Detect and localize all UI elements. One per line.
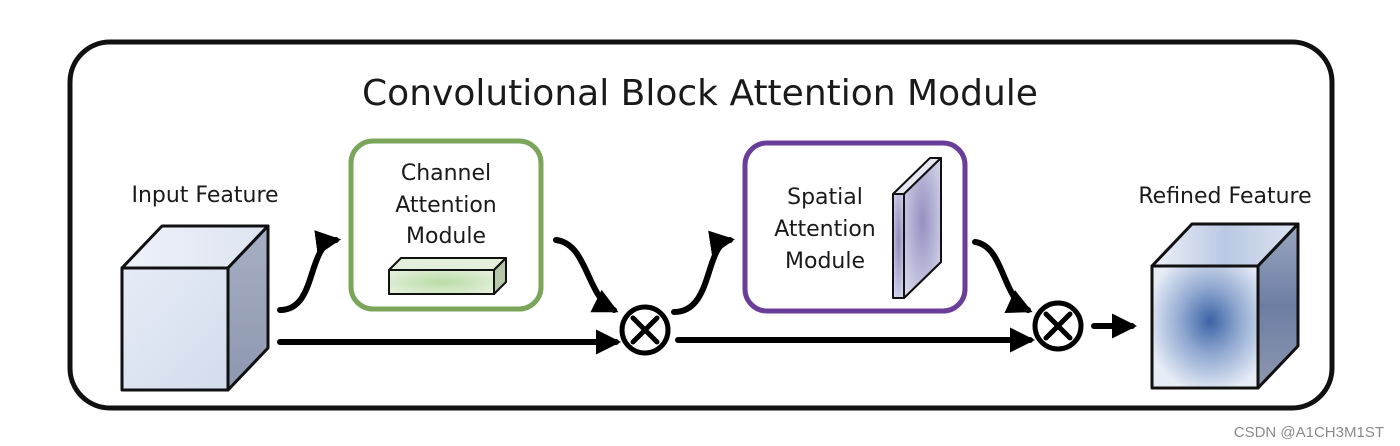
diagram-title: Convolutional Block Attention Module bbox=[362, 73, 1038, 114]
outer-frame bbox=[67, 39, 1335, 411]
arrow-multiply-1-to-spatial bbox=[671, 230, 735, 315]
input-feature-cube bbox=[120, 224, 270, 392]
multiply-operator-2 bbox=[1032, 300, 1084, 352]
spatial-attention-label-line1: Spatial bbox=[787, 185, 863, 210]
channel-attention-label-line1: Channel bbox=[401, 161, 491, 186]
spatial-attention-label-line2: Attention bbox=[774, 217, 876, 242]
input-feature-label: Input Feature bbox=[131, 183, 278, 208]
spatial-attention-map bbox=[892, 157, 942, 299]
arrow-channel-to-multiply-1 bbox=[553, 237, 619, 313]
multiply-operator-1 bbox=[619, 304, 671, 356]
watermark-text: CSDN @A1CH3M1ST bbox=[1234, 424, 1384, 441]
arrow-spatial-to-multiply-2 bbox=[972, 239, 1033, 313]
refined-feature-label: Refined Feature bbox=[1138, 184, 1311, 209]
channel-attention-label-line3: Module bbox=[406, 224, 486, 249]
channel-attention-label-line2: Attention bbox=[395, 193, 497, 218]
channel-attention-vector bbox=[388, 257, 507, 295]
spatial-attention-label-line3: Module bbox=[785, 249, 865, 274]
flow-connectors bbox=[277, 230, 1138, 355]
arrow-input-to-channel bbox=[277, 230, 341, 313]
refined-feature-cube bbox=[1150, 222, 1300, 390]
